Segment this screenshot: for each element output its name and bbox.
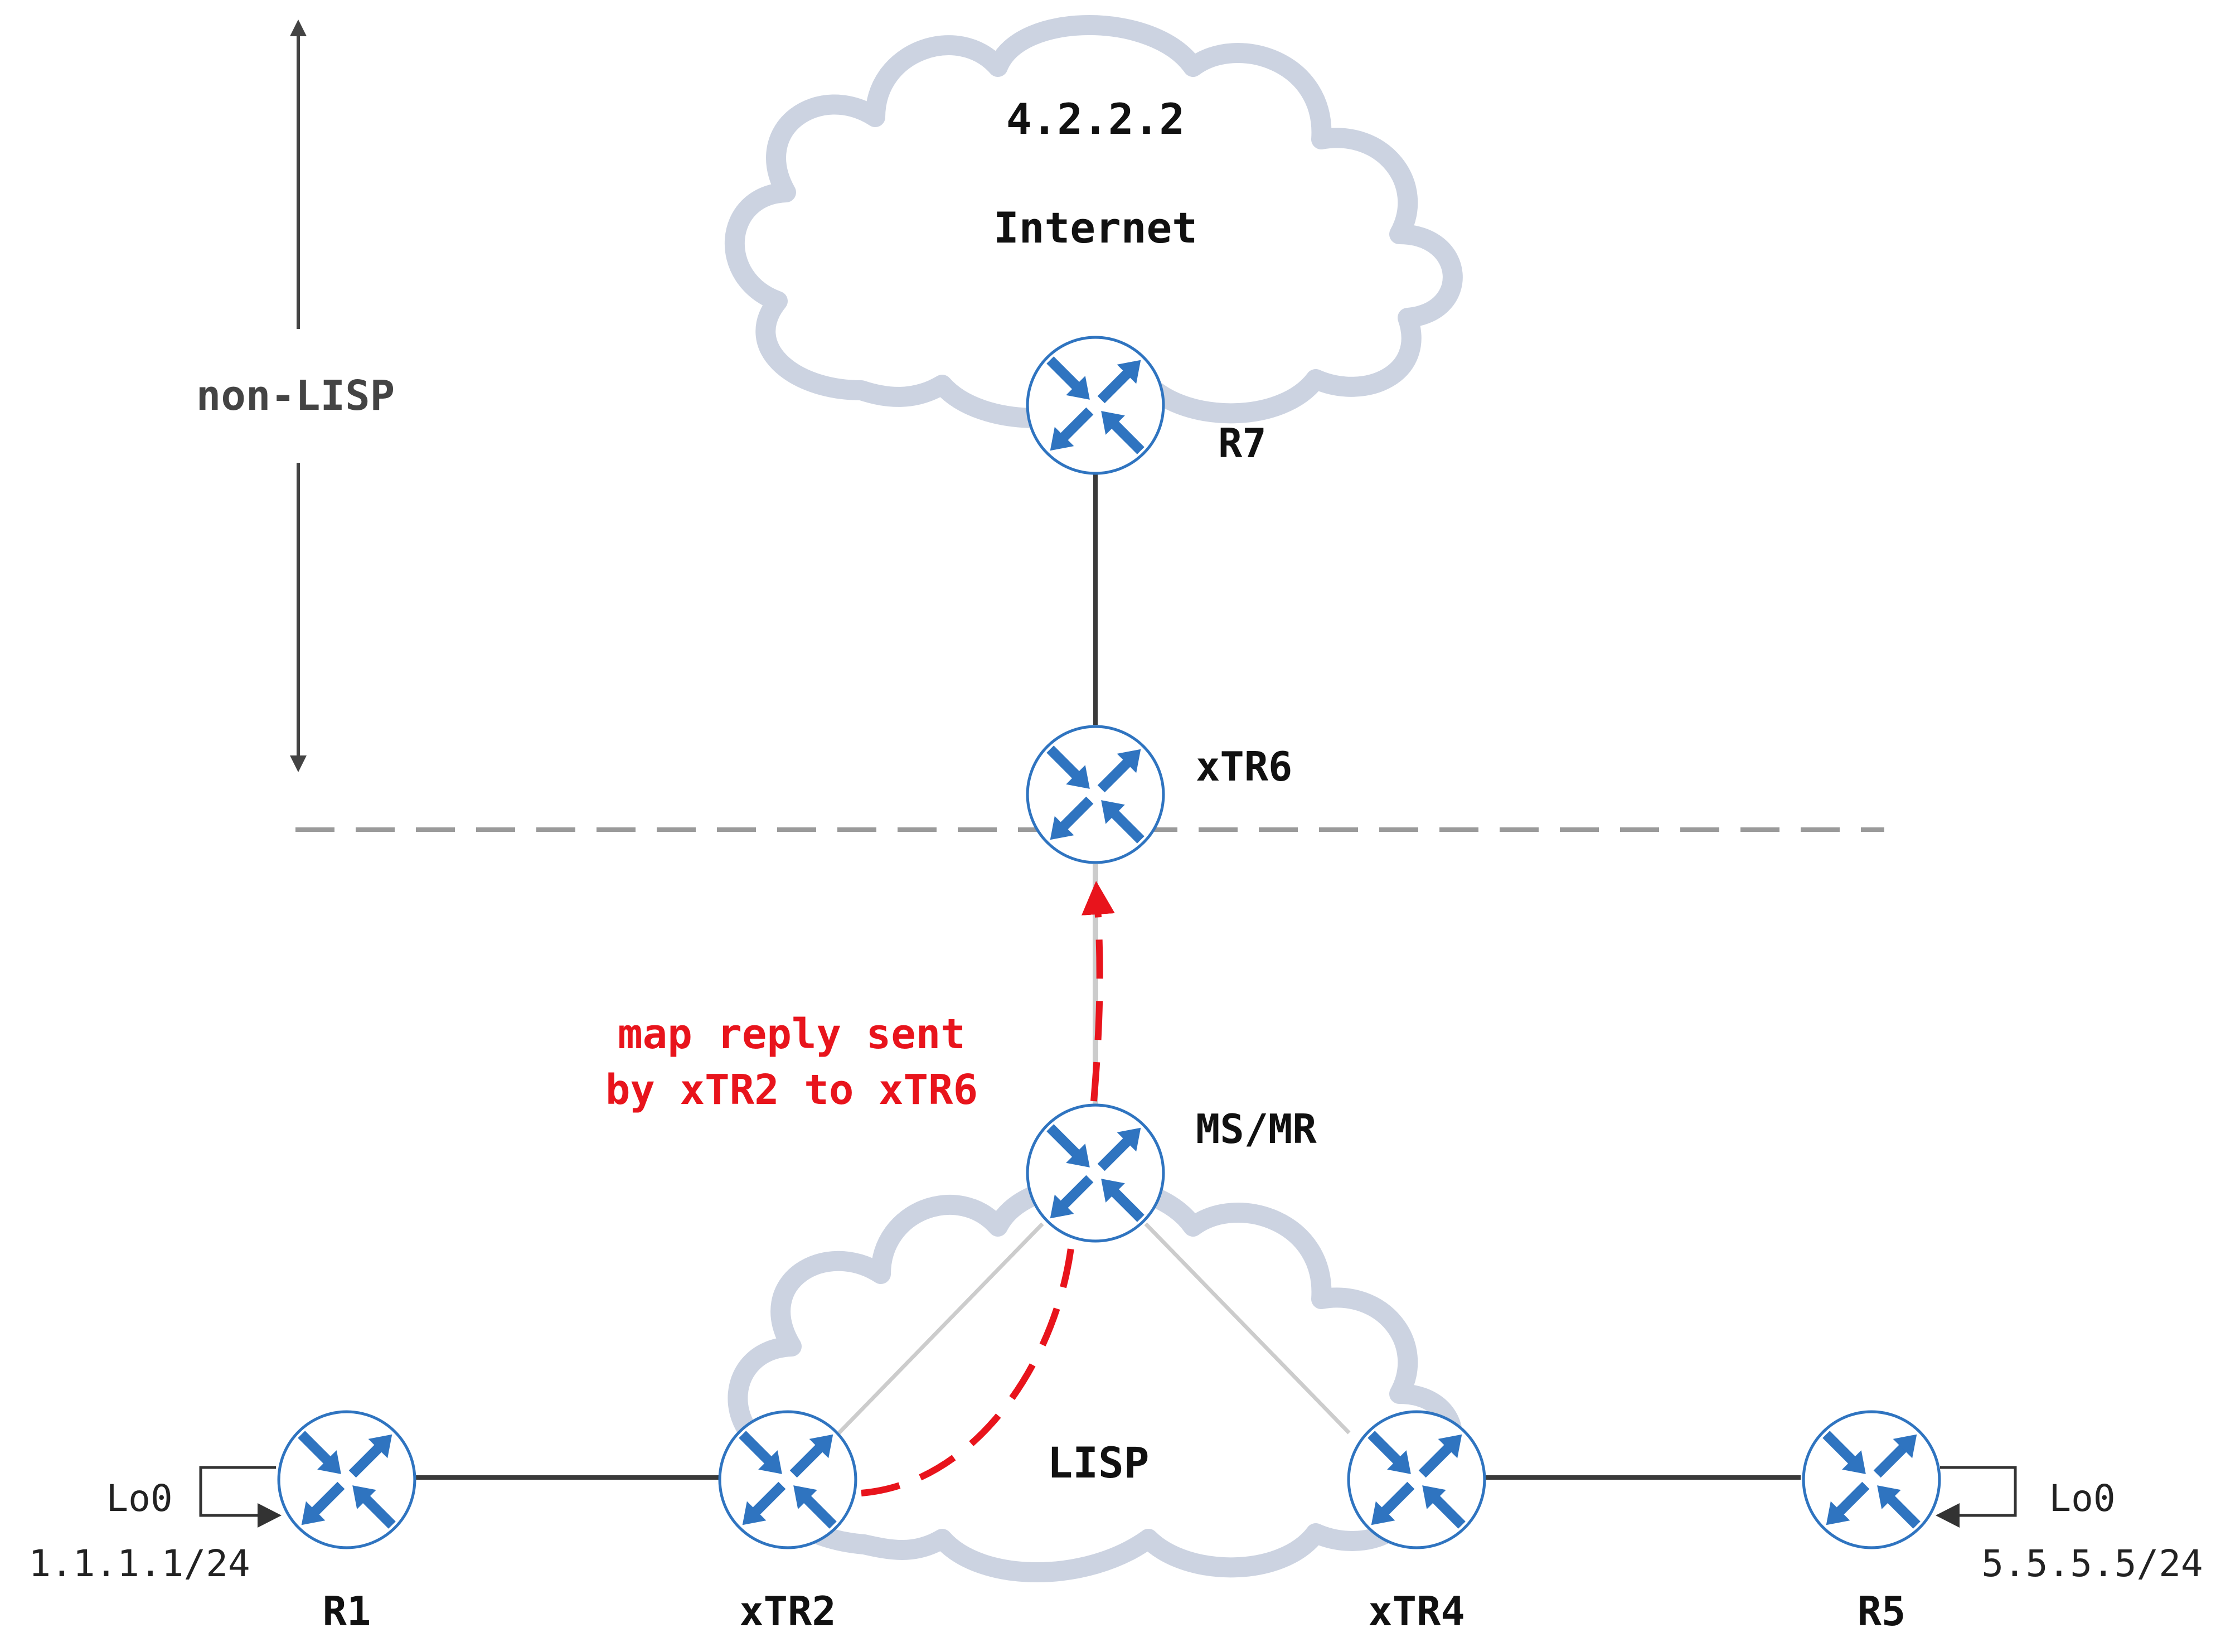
lisp-cloud (728, 1175, 1463, 1582)
lisp-cloud-label: LISP (1047, 1438, 1149, 1488)
r5-address-label: 5.5.5.5/24 (1981, 1542, 2203, 1585)
router-xtr6-label: xTR6 (1196, 743, 1292, 790)
link-msmr-xtr2 (837, 1222, 1044, 1435)
r5-loopback-label: Lo0 (2049, 1477, 2115, 1520)
map-reply-annotation-line2: by xTR2 to xTR6 (605, 1066, 978, 1114)
internet-cloud-label: Internet (993, 203, 1197, 253)
r5-loopback (1936, 1466, 2017, 1528)
router-r1-icon[interactable] (279, 1412, 415, 1548)
router-msmr-label: MS/MR (1196, 1106, 1317, 1152)
router-xtr4-icon[interactable] (1349, 1412, 1485, 1548)
internet-ip-label: 4.2.2.2 (1006, 94, 1185, 144)
map-reply-annotation-line1: map reply sent (618, 1010, 966, 1058)
link-msmr-xtr4 (1144, 1222, 1351, 1435)
router-xtr2-label: xTR2 (739, 1588, 836, 1635)
map-reply-path-upper (1081, 881, 1115, 1102)
router-xtr2-icon[interactable] (720, 1412, 856, 1548)
r1-address-label: 1.1.1.1/24 (28, 1542, 250, 1585)
r1-loopback-label: Lo0 (106, 1477, 172, 1520)
router-xtr6-icon[interactable] (1027, 726, 1163, 863)
router-r5-label: R5 (1858, 1588, 1906, 1635)
router-r5-icon[interactable] (1803, 1412, 1939, 1548)
map-reply-path (861, 1226, 1077, 1496)
r1-loopback (199, 1466, 282, 1528)
router-r7-label: R7 (1218, 420, 1267, 467)
router-xtr4-label: xTR4 (1368, 1588, 1465, 1635)
router-r7-icon[interactable] (1027, 337, 1163, 473)
non-lisp-label: non-LISP (196, 372, 395, 420)
router-msmr-icon[interactable] (1027, 1105, 1163, 1241)
router-r1-label: R1 (323, 1588, 371, 1635)
internet-cloud (725, 15, 1463, 428)
